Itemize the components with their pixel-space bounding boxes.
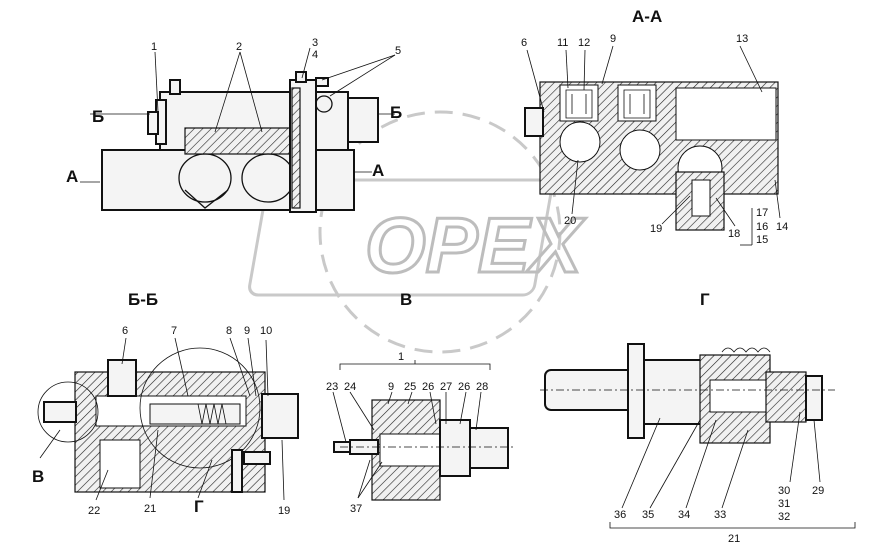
callout-main: 2 (236, 41, 242, 53)
callout-g: 32 (778, 511, 790, 523)
callout-g: 30 (778, 485, 790, 497)
section-aa-drawing (524, 45, 781, 246)
callout-g: 36 (614, 509, 626, 521)
callout-aa: 19 (650, 223, 662, 235)
callout-aa: 6 (521, 37, 527, 49)
callout-v: 27 (440, 381, 452, 393)
cut-marker-a-left: А (66, 167, 78, 186)
callout-aa: 15 (756, 234, 768, 246)
callout-v: 26 (422, 381, 434, 393)
callout-aa: 20 (564, 215, 576, 227)
watermark-logo: OPEX (248, 110, 587, 354)
callout-aa: 17 (756, 207, 768, 219)
callout-v: 25 (404, 381, 416, 393)
callout-v: 23 (326, 381, 338, 393)
section-title-g: Г (700, 290, 710, 309)
main-view (80, 47, 396, 213)
callout-g: 33 (714, 509, 726, 521)
callout-v: 37 (350, 503, 362, 515)
callout-g: 31 (778, 498, 790, 510)
callout-aa: 12 (578, 37, 590, 49)
callout-main: 4 (312, 49, 318, 61)
view-g-drawing (540, 343, 856, 529)
callout-main: 5 (395, 45, 401, 57)
callout-aa: 9 (610, 33, 616, 45)
callout-v: 26 (458, 381, 470, 393)
callout-bb: 22 (88, 505, 100, 517)
callout-bb: 21 (144, 503, 156, 515)
cut-marker-a-right: А (372, 161, 384, 180)
callout-bb: 7 (171, 325, 177, 337)
callout-aa: 18 (728, 228, 740, 240)
section-title-bb: Б-Б (128, 290, 158, 309)
callout-g: 21 (728, 533, 740, 545)
callout-aa: 13 (736, 33, 748, 45)
callout-bb: 9 (244, 325, 250, 337)
cut-marker-b-left: Б (92, 107, 104, 126)
callout-g: 35 (642, 509, 654, 521)
callout-g: 29 (812, 485, 824, 497)
callout-bb: 19 (278, 505, 290, 517)
callout-g: 34 (678, 509, 690, 521)
callout-bb: 8 (226, 325, 232, 337)
callout-aa: 16 (756, 221, 768, 233)
section-title-v: В (400, 290, 412, 309)
callout-main: 1 (151, 41, 157, 53)
view-marker-g: Г (194, 497, 204, 516)
callout-bb: 10 (260, 325, 272, 337)
section-title-aa: А-А (632, 7, 662, 26)
callout-main: 3 (312, 37, 318, 49)
watermark-text: OPEX (365, 201, 586, 289)
callout-aa: 14 (776, 221, 788, 233)
cut-marker-b-right: Б (390, 103, 402, 122)
callout-v: 24 (344, 381, 356, 393)
section-bb-drawing (37, 337, 299, 501)
callout-aa: 11 (557, 37, 568, 49)
view-v-drawing (332, 360, 515, 501)
callout-v: 9 (388, 381, 394, 393)
callout-v: 28 (476, 381, 488, 393)
view-marker-v: В (32, 467, 44, 486)
callout-v: 1 (398, 351, 404, 363)
callout-bb: 6 (122, 325, 128, 337)
